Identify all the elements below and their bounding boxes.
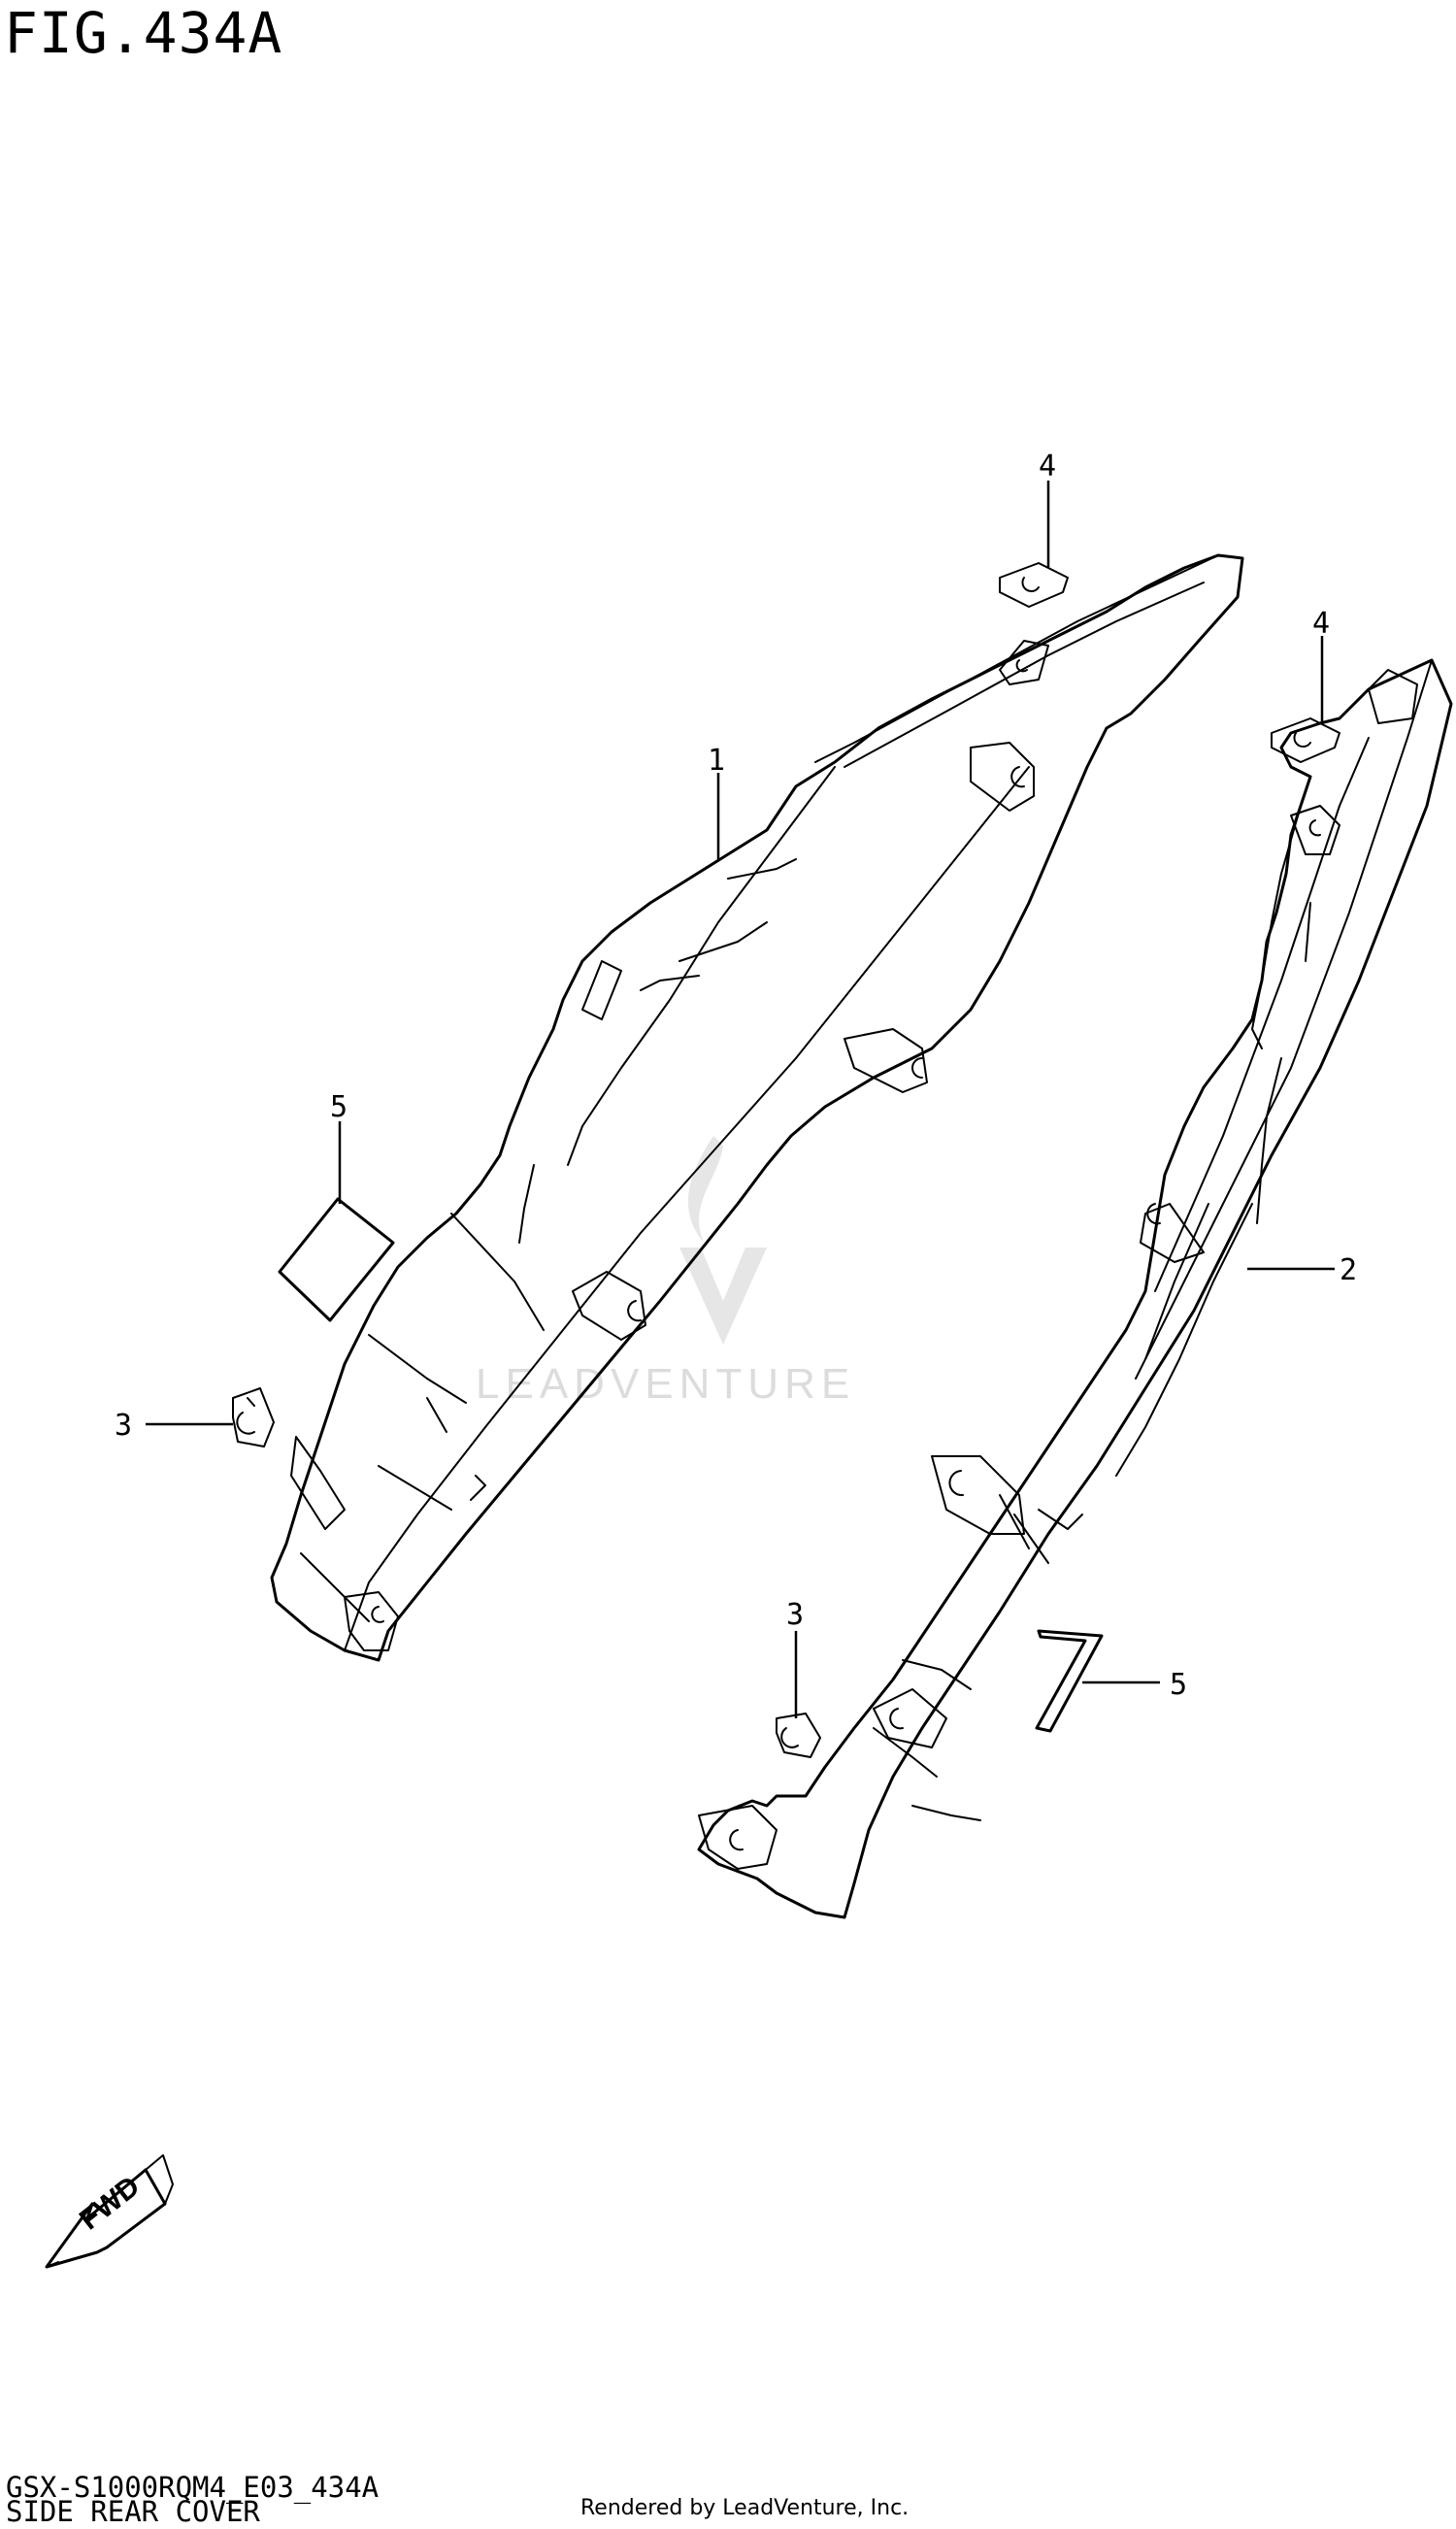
part-3-clip-right[interactable] <box>776 1713 821 1758</box>
model-code: GSX-S1000RQM4_E03_434A <box>6 2471 380 2504</box>
part-5-pad-right[interactable] <box>1035 1629 1104 1733</box>
callout-1: 1 <box>708 744 725 778</box>
watermark-text: LEADVENTURE <box>476 1360 855 1408</box>
leadventure-watermark: LEADVENTURE <box>476 1136 855 1408</box>
callout-5-right: 5 <box>1170 1668 1187 1702</box>
callout-4-right: 4 <box>1312 607 1330 641</box>
part-4-nut-right[interactable] <box>1271 717 1340 763</box>
part-4-nut-left[interactable] <box>999 562 1069 608</box>
rendered-by: Rendered by LeadVenture, Inc. <box>580 2496 910 2520</box>
section-name: SIDE REAR COVER <box>6 2495 260 2528</box>
fwd-direction-badge: FWD <box>45 2154 174 2269</box>
figure-title: FIG.434A <box>4 0 283 66</box>
callout-3-right: 3 <box>786 1598 804 1632</box>
part-3-clip-left[interactable] <box>232 1387 275 1448</box>
callout-2: 2 <box>1340 1253 1357 1287</box>
callout-3-left: 3 <box>115 1409 132 1443</box>
leader-lines <box>146 481 1335 1718</box>
part-5-pad-left[interactable] <box>278 1197 395 1322</box>
part-1-left-side-rear-cover[interactable] <box>270 553 1244 1662</box>
callout-4-left: 4 <box>1039 449 1056 483</box>
callout-5-left: 5 <box>330 1090 347 1124</box>
part-2-right-side-rear-cover[interactable] <box>697 658 1453 1919</box>
